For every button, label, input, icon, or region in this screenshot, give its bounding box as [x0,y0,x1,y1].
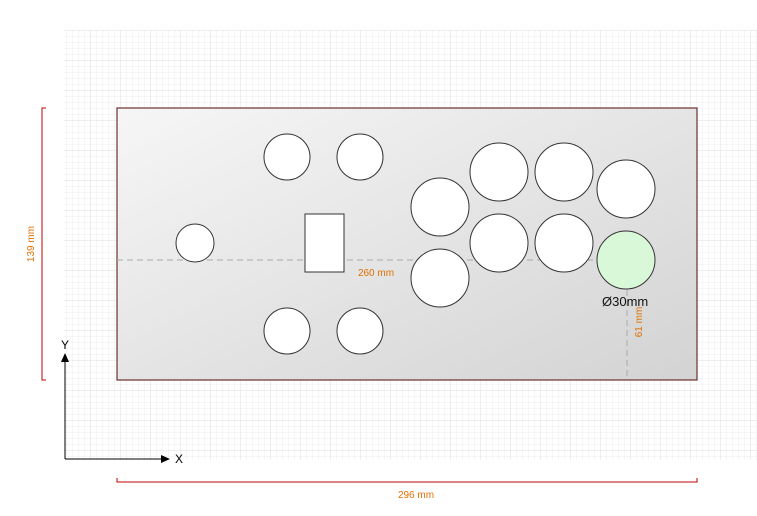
hole[interactable] [534,142,594,202]
hole[interactable] [263,133,311,181]
hole[interactable] [336,307,384,355]
height-dimension-label: 139 mm [26,226,37,262]
y-axis-label: Y [61,338,69,352]
width-dimension-bracket [116,478,698,483]
y-axis-arrow-icon [61,353,69,362]
hole-selected[interactable] [596,230,656,290]
width-dimension-label: 296 mm [398,490,434,501]
axis-indicator: X Y [61,338,183,466]
rect-cutout[interactable] [304,213,345,273]
hole[interactable] [410,177,470,237]
horizontal-offset-label: 260 mm [358,268,394,279]
hole[interactable] [336,133,384,181]
hole[interactable] [596,159,656,219]
hole[interactable] [469,142,529,202]
hole[interactable] [469,213,529,273]
hole[interactable] [410,248,470,308]
vertical-offset-label: 61 mm [634,307,645,338]
x-axis-arrow-icon [161,455,170,463]
hole-group [175,133,656,355]
x-axis-label: X [175,452,183,466]
selected-diameter-label: Ø30mm [602,294,648,309]
hole-small[interactable] [175,223,215,263]
hole[interactable] [534,213,594,273]
height-dimension-bracket [41,107,46,381]
hole[interactable] [263,307,311,355]
